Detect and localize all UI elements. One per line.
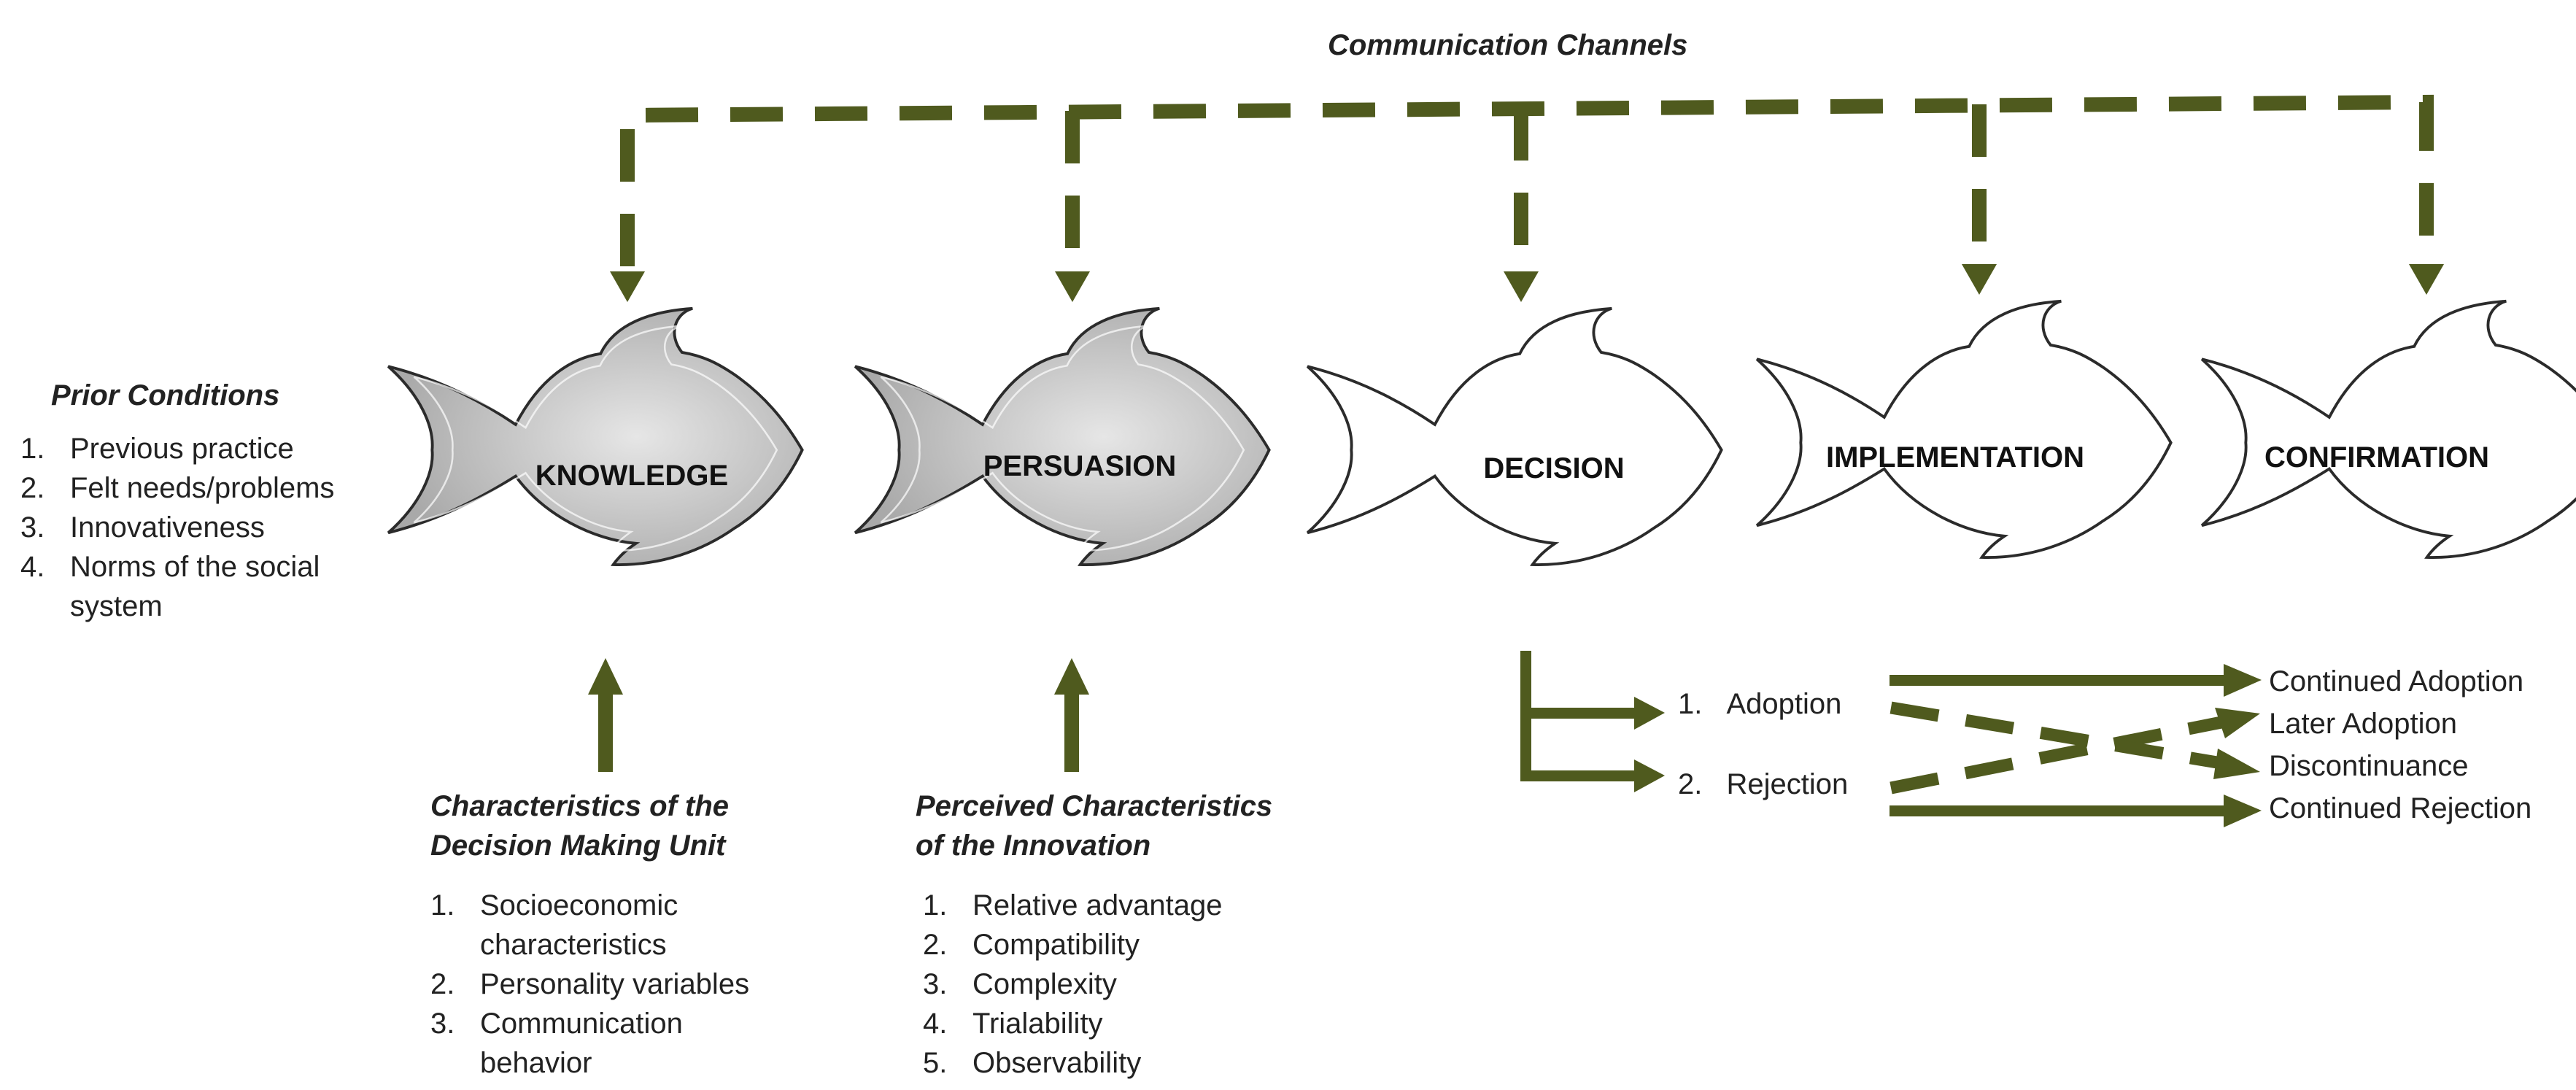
list-item: 3.Innovativeness	[20, 511, 265, 544]
outcome-continued-rejection: Continued Rejection	[2269, 792, 2532, 824]
communication-channels-title: Communication Channels	[1328, 29, 1688, 61]
list-item: 3.Communication	[430, 1008, 683, 1040]
channel-arrowhead-knowledge	[610, 271, 645, 302]
outcome-discontinuance: Discontinuance	[2269, 750, 2469, 782]
outcome-arrows	[1890, 664, 2262, 827]
arrow-to-continued-adoption	[1890, 664, 2262, 697]
stage-persuasion-label: PERSUASION	[983, 450, 1177, 482]
decision-unit-title: Characteristics of the Decision Making U…	[430, 786, 729, 865]
communication-channels-connector	[620, 94, 2434, 266]
innovation-title-line2: of the Innovation	[916, 830, 1151, 862]
outcome-continued-adoption: Continued Adoption	[2269, 665, 2524, 697]
rejection-number: 2.	[1678, 768, 1703, 800]
list-item: 1.Previous practice	[20, 433, 294, 465]
list-item: 4.Trialability	[923, 1008, 1103, 1040]
list-item: 1.Relative advantage	[923, 889, 1223, 921]
channel-arrowhead-persuasion	[1055, 271, 1090, 302]
stage-knowledge-label: KNOWLEDGE	[535, 460, 728, 492]
adoption-number: 1.	[1678, 688, 1703, 720]
adoption-label: Adoption	[1726, 688, 1842, 720]
list-item: characteristics	[480, 929, 667, 961]
list-item: 5.Observability	[923, 1047, 1142, 1079]
decision-unit-arrowhead	[588, 658, 623, 695]
list-item: behavior	[480, 1047, 592, 1079]
rejection-option: 2. Rejection	[1678, 765, 1848, 804]
list-item: 2.Personality variables	[430, 968, 750, 1000]
prior-conditions-list: 1.Previous practice 2.Felt needs/problem…	[20, 429, 334, 626]
channel-arrowhead-decision	[1504, 271, 1539, 302]
list-item: 4.Norms of the social	[20, 551, 320, 583]
arrow-to-discontinuance	[1890, 701, 2260, 779]
arrow-to-later-adoption	[1890, 708, 2260, 795]
stage-implementation: IMPLEMENTATION	[1755, 299, 2173, 559]
decision-unit-arrow-shaft	[598, 693, 613, 772]
adoption-branch-arrowhead	[1634, 697, 1665, 730]
channel-arrowheads	[610, 264, 2444, 302]
adoption-branch-shaft	[1520, 708, 1637, 719]
prior-conditions-block: Prior Conditions	[51, 379, 279, 412]
prior-conditions-title: Prior Conditions	[51, 379, 280, 411]
stage-decision-label: DECISION	[1483, 452, 1624, 484]
list-item: 3.Complexity	[923, 968, 1117, 1000]
decision-unit-list: 1.Socioeconomic characteristics 2.Person…	[430, 886, 749, 1083]
outcome-later-adoption: Later Adoption	[2269, 708, 2457, 740]
list-item: 1.Socioeconomic	[430, 889, 678, 921]
stage-knowledge: KNOWLEDGE	[387, 306, 804, 566]
stage-implementation-label: IMPLEMENTATION	[1826, 441, 2084, 474]
innovation-arrowhead	[1054, 658, 1089, 695]
list-item: 2.Felt needs/problems	[20, 472, 335, 504]
decision-branches	[1520, 651, 1665, 792]
stage-persuasion: PERSUASION	[854, 306, 1271, 566]
arrow-to-continued-rejection	[1890, 795, 2262, 827]
innovation-title-line1: Perceived Characteristics	[916, 790, 1273, 822]
outcomes-list: Continued Adoption Later Adoption Discon…	[2269, 660, 2531, 830]
rejection-branch-shaft	[1520, 770, 1637, 781]
list-item: 2.Compatibility	[923, 929, 1140, 961]
stage-confirmation: CONFIRMATION	[2200, 299, 2576, 559]
rejection-branch-arrowhead	[1634, 759, 1665, 792]
channel-arrowhead-implementation	[1962, 264, 1997, 295]
input-arrows	[588, 658, 1089, 772]
decision-unit-title-line1: Characteristics of the	[430, 790, 730, 822]
list-item: system	[70, 590, 163, 622]
channel-arrowhead-confirmation	[2409, 264, 2444, 295]
innovation-title: Perceived Characteristics of the Innovat…	[916, 786, 1272, 865]
stage-decision: DECISION	[1306, 306, 1723, 566]
stage-confirmation-label: CONFIRMATION	[2264, 441, 2489, 474]
rejection-label: Rejection	[1726, 768, 1849, 800]
innovation-arrow-shaft	[1064, 693, 1079, 772]
decision-unit-title-line2: Decision Making Unit	[430, 830, 726, 862]
adoption-option: 1. Adoption	[1678, 684, 1841, 724]
innovation-list: 1.Relative advantage 2.Compatibility 3.C…	[923, 886, 1222, 1083]
